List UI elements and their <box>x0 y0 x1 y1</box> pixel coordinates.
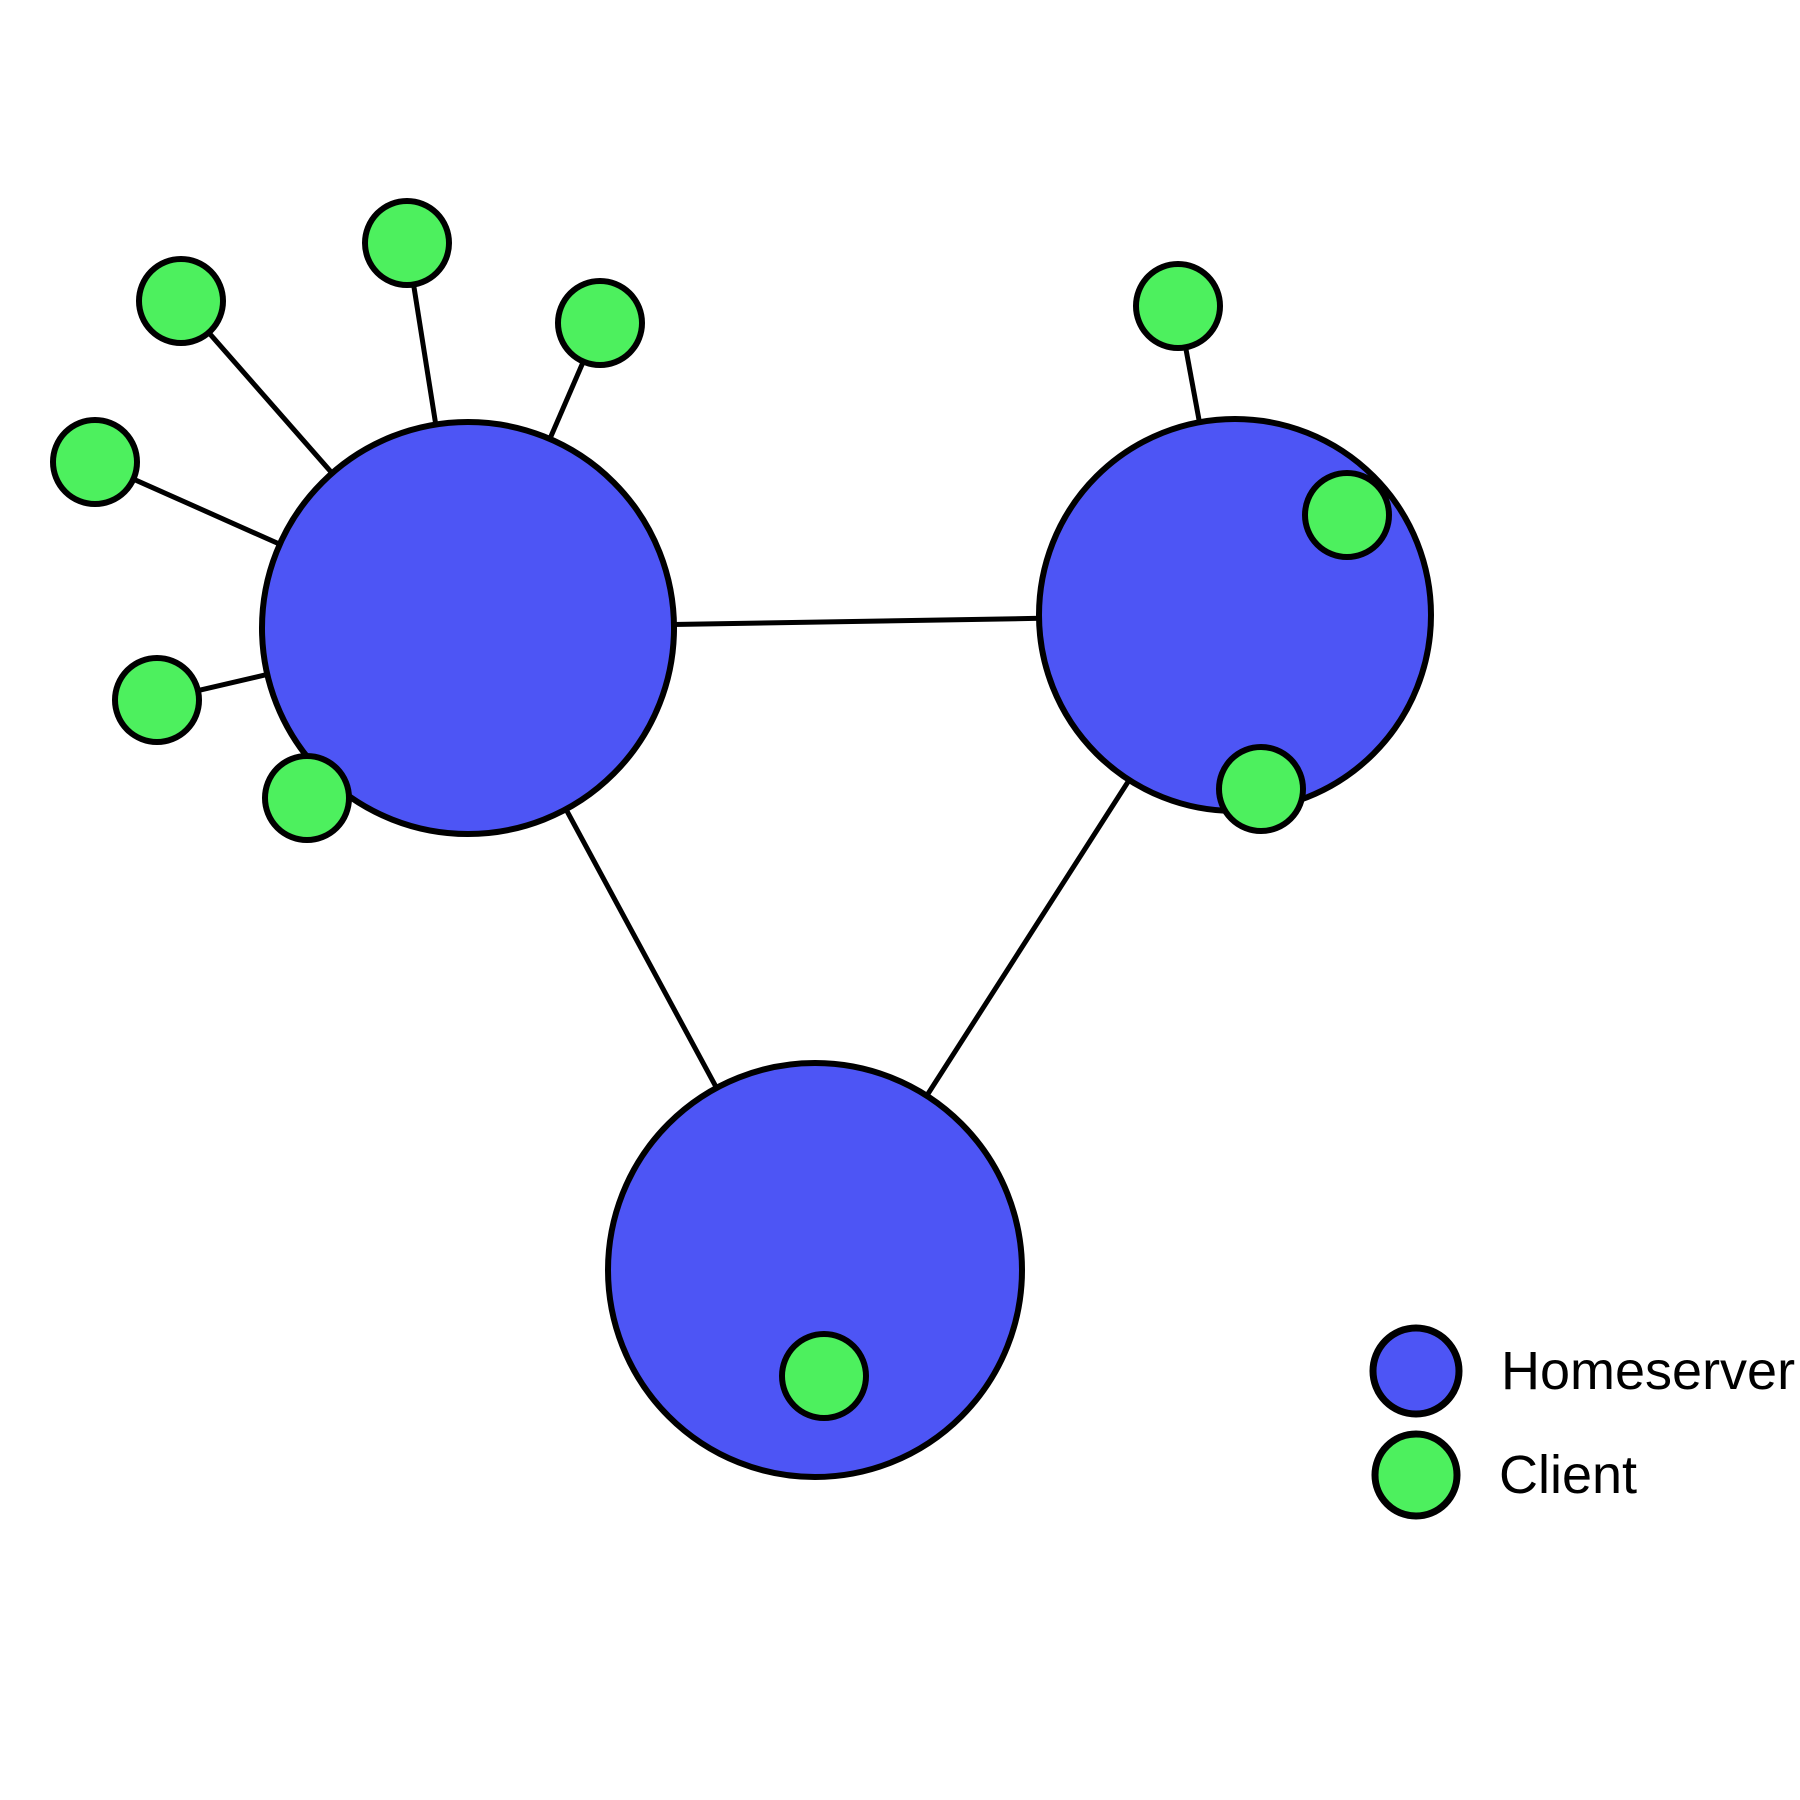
node-c-r2[interactable] <box>1302 470 1392 560</box>
edge-hs-left-to-c-l3 <box>547 359 587 441</box>
edge-hs-right-to-hs-bottom <box>924 777 1132 1098</box>
legend-label-client: Client <box>1499 1445 1637 1505</box>
node-c-l3[interactable] <box>555 278 645 368</box>
legend-swatch-homeserver <box>1369 1324 1463 1418</box>
node-c-l5[interactable] <box>112 655 202 745</box>
edge-hs-left-to-hs-bottom <box>563 807 720 1090</box>
node-c-b1[interactable] <box>779 1331 869 1421</box>
node-c-l4[interactable] <box>50 417 140 507</box>
node-c-l1[interactable] <box>362 198 452 288</box>
node-hs-bottom[interactable] <box>605 1060 1025 1480</box>
edge-hs-left-to-c-l2 <box>206 330 335 476</box>
legend-label-homeserver: Homeserver <box>1501 1341 1795 1401</box>
node-layer <box>50 198 1434 1480</box>
edge-hs-left-to-c-l4 <box>131 476 282 547</box>
node-c-l6[interactable] <box>262 753 352 843</box>
edge-hs-left-to-hs-right <box>672 615 1041 628</box>
edge-hs-left-to-c-l5 <box>196 671 269 694</box>
node-c-r1[interactable] <box>1133 261 1223 351</box>
node-hs-left[interactable] <box>259 419 677 837</box>
edge-hs-left-to-c-l1 <box>410 283 439 426</box>
edge-hs-right-to-c-r1 <box>1182 345 1203 424</box>
node-c-l2[interactable] <box>136 256 226 346</box>
node-c-r3[interactable] <box>1216 744 1306 834</box>
legend-swatch-client <box>1371 1430 1461 1520</box>
